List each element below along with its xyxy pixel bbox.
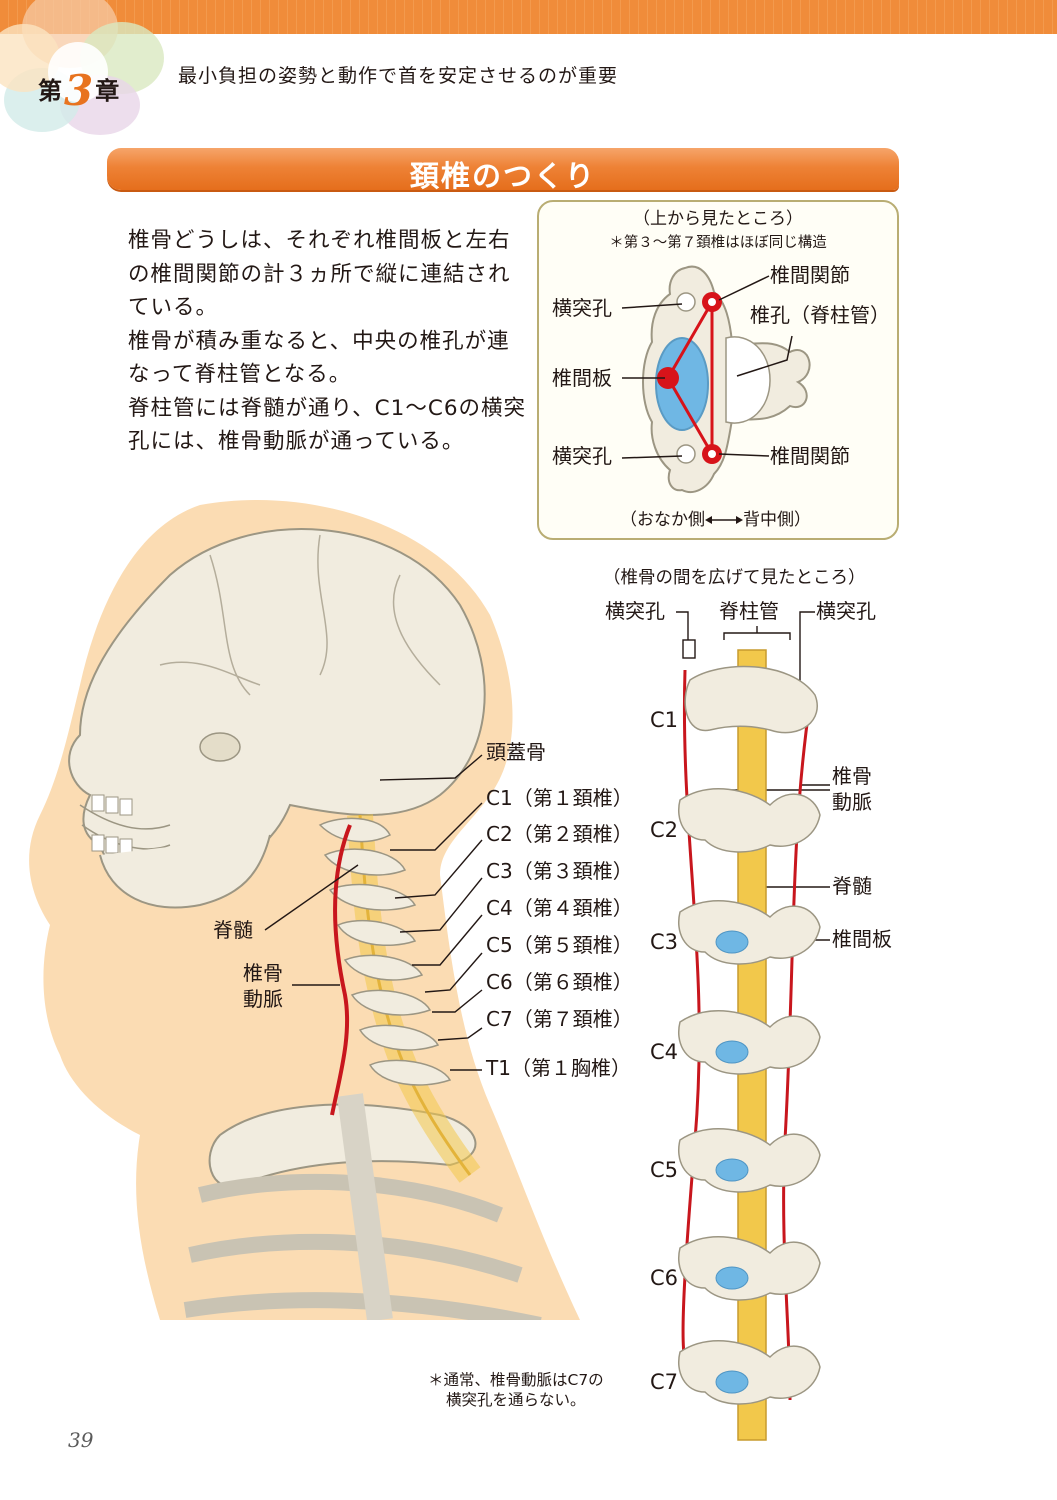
spread-level-label-c4: C4: [650, 1040, 678, 1065]
spread-vertebra-c2: [679, 789, 820, 852]
spread-vertebra-c5: [679, 1129, 820, 1192]
spread-disc-c3: [716, 931, 748, 953]
spread-level-label-c2: C2: [650, 818, 678, 843]
spread-level-label-c3: C3: [650, 930, 678, 955]
spread-level-label-c7: C7: [650, 1370, 678, 1395]
spread-vertebra-c1: [685, 666, 817, 732]
footnote-line-1: ＊通常、椎骨動脈はC7の: [428, 1370, 604, 1390]
spread-label-transverse-foramen-right: 横突孔: [816, 599, 876, 623]
spread-disc-c6: [716, 1267, 748, 1289]
spread-vertebra-c7: [679, 1341, 820, 1404]
spread-level-label-c5: C5: [650, 1158, 678, 1183]
spread-disc-c5: [716, 1159, 748, 1181]
page-number: 39: [68, 1428, 93, 1452]
spread-vertebra-c6: [679, 1237, 820, 1300]
spread-level-label-c6: C6: [650, 1266, 678, 1291]
footnote: ＊通常、椎骨動脈はC7の 横突孔を通らない。: [428, 1370, 604, 1410]
spread-label-spinal-canal: 脊柱管: [719, 599, 779, 623]
spread-vertebra-c3: [679, 901, 820, 964]
spread-label-transverse-foramen-left: 横突孔: [605, 599, 665, 623]
spread-disc-c7: [716, 1371, 748, 1393]
spread-level-label-c1: C1: [650, 708, 678, 733]
spread-label-intervertebral-disc: 椎間板: [832, 927, 892, 951]
spread-disc-c4: [716, 1041, 748, 1063]
footnote-line-2: 横突孔を通らない。: [428, 1390, 604, 1410]
